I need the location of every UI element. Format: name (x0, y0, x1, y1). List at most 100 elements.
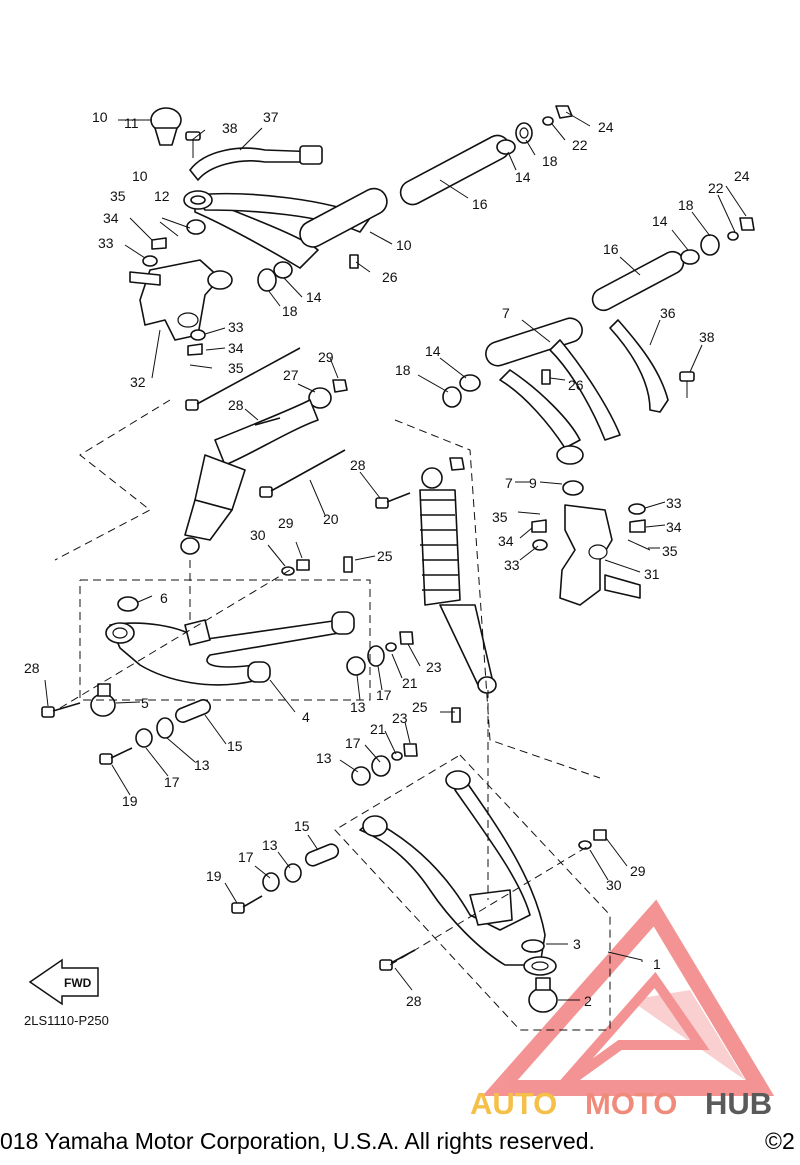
callout: 10 (92, 109, 108, 125)
callout: 7 (502, 305, 510, 321)
callout: 37 (263, 109, 279, 125)
grease-fitting-26-left (349, 254, 359, 269)
callout: 16 (472, 196, 488, 212)
bushings-upper-right-pair-a (496, 105, 573, 155)
callout: 19 (122, 793, 138, 809)
upper-arm-left (183, 134, 511, 269)
callout: 17 (164, 774, 180, 790)
through-bolt-20-upper (185, 347, 301, 411)
callout: 29 (630, 863, 646, 879)
callout: 13 (316, 750, 332, 766)
callout: 30 (606, 877, 622, 893)
callout: 13 (194, 757, 210, 773)
callout: 17 (376, 687, 392, 703)
callout: 35 (228, 360, 244, 376)
callout: 15 (294, 818, 310, 834)
callout: 26 (382, 269, 398, 285)
callout: 20 (323, 511, 339, 527)
callout: 34 (666, 519, 682, 535)
callout: 35 (110, 188, 126, 204)
callout: 18 (282, 303, 298, 319)
callout: 34 (498, 533, 514, 549)
callout: 17 (345, 735, 361, 751)
bushing-stack-13-17-21-23-upper (346, 631, 414, 676)
callout: 21 (402, 675, 418, 691)
callout: 38 (699, 329, 715, 345)
callout: 33 (98, 235, 114, 251)
bushing-stack-13-15-17-19-right (231, 843, 340, 914)
callout: 33 (666, 495, 682, 511)
circlip-6 (117, 596, 139, 612)
bolt-28-shock-right (375, 492, 411, 509)
callout: 17 (238, 849, 254, 865)
callout: 28 (350, 457, 366, 473)
callout: 16 (603, 241, 619, 257)
copyright-text: 018 Yamaha Motor Corporation, U.S.A. All… (0, 1128, 595, 1154)
callout: 29 (318, 349, 334, 365)
callout: 10 (132, 168, 148, 184)
brand-auto: AUTO (470, 1086, 557, 1121)
brand-hub: HUB (705, 1086, 772, 1121)
callout: 18 (678, 197, 694, 213)
brake-hose-bracket-37 (189, 145, 323, 181)
ball-joint-11 (150, 107, 182, 146)
callout: 26 (568, 377, 584, 393)
ball-joint-2 (528, 977, 558, 1013)
callout: 23 (426, 659, 442, 675)
callout: 5 (141, 695, 149, 711)
callout: 6 (160, 590, 168, 606)
callout: 29 (278, 515, 294, 531)
callout: 19 (206, 868, 222, 884)
bushing-stack-13-17-21-23-lower (351, 743, 418, 786)
callout: 4 (302, 709, 310, 725)
brake-hose-bracket-36 (609, 319, 695, 413)
copyright-symbol: ©2 (765, 1128, 795, 1154)
callout: 34 (228, 340, 244, 356)
callout: 13 (350, 699, 366, 715)
hardware-left-upper (142, 219, 213, 369)
bushings-14-18-left (257, 261, 293, 292)
bolt-38-upper (185, 131, 201, 158)
bushings-14-18-right-lower (442, 374, 481, 408)
steering-knuckle-32 (129, 259, 233, 341)
callout: 14 (425, 343, 441, 359)
grease-fitting-26-right (541, 369, 551, 385)
callout: 21 (370, 721, 386, 737)
callout: 22 (708, 180, 724, 196)
callout: 18 (542, 153, 558, 169)
callout: 14 (652, 213, 668, 229)
steering-knuckle-31 (559, 504, 641, 606)
automotohub-wordmark: AUTO MOTO HUB (470, 1086, 772, 1121)
callout: 36 (660, 305, 676, 321)
upper-arm-right (485, 250, 685, 465)
nut-29-shock-right (449, 457, 465, 471)
bolt-28-lower-right (379, 949, 416, 971)
callout: 10 (396, 237, 412, 253)
through-bolt-20-lower (259, 449, 346, 498)
callout: 14 (515, 169, 531, 185)
leader-lines (44, 111, 747, 1031)
callout: 2 (584, 993, 592, 1009)
callout: 25 (377, 548, 393, 564)
washer-30-nut-29-right (578, 829, 607, 850)
callout: 12 (154, 188, 170, 204)
callout: 30 (250, 527, 266, 543)
fwd-arrow-icon: FWD (28, 958, 99, 1006)
callout: 13 (262, 837, 278, 853)
shock-absorber-right (419, 467, 497, 694)
fwd-label: FWD (64, 976, 92, 990)
bolt-28-lower-left (41, 702, 81, 718)
callout: 25 (412, 699, 428, 715)
callout: 14 (306, 289, 322, 305)
bushings-14-18-right-upper (680, 217, 755, 265)
nut-29-shock-left (332, 379, 348, 393)
callout: 3 (573, 936, 581, 952)
callout: 27 (283, 367, 299, 383)
callout: 35 (662, 543, 678, 559)
callout: 22 (572, 137, 588, 153)
callout: 38 (222, 120, 238, 136)
brand-moto: MOTO (585, 1086, 677, 1121)
callout: 9 (529, 475, 537, 491)
callout: 18 (395, 362, 411, 378)
